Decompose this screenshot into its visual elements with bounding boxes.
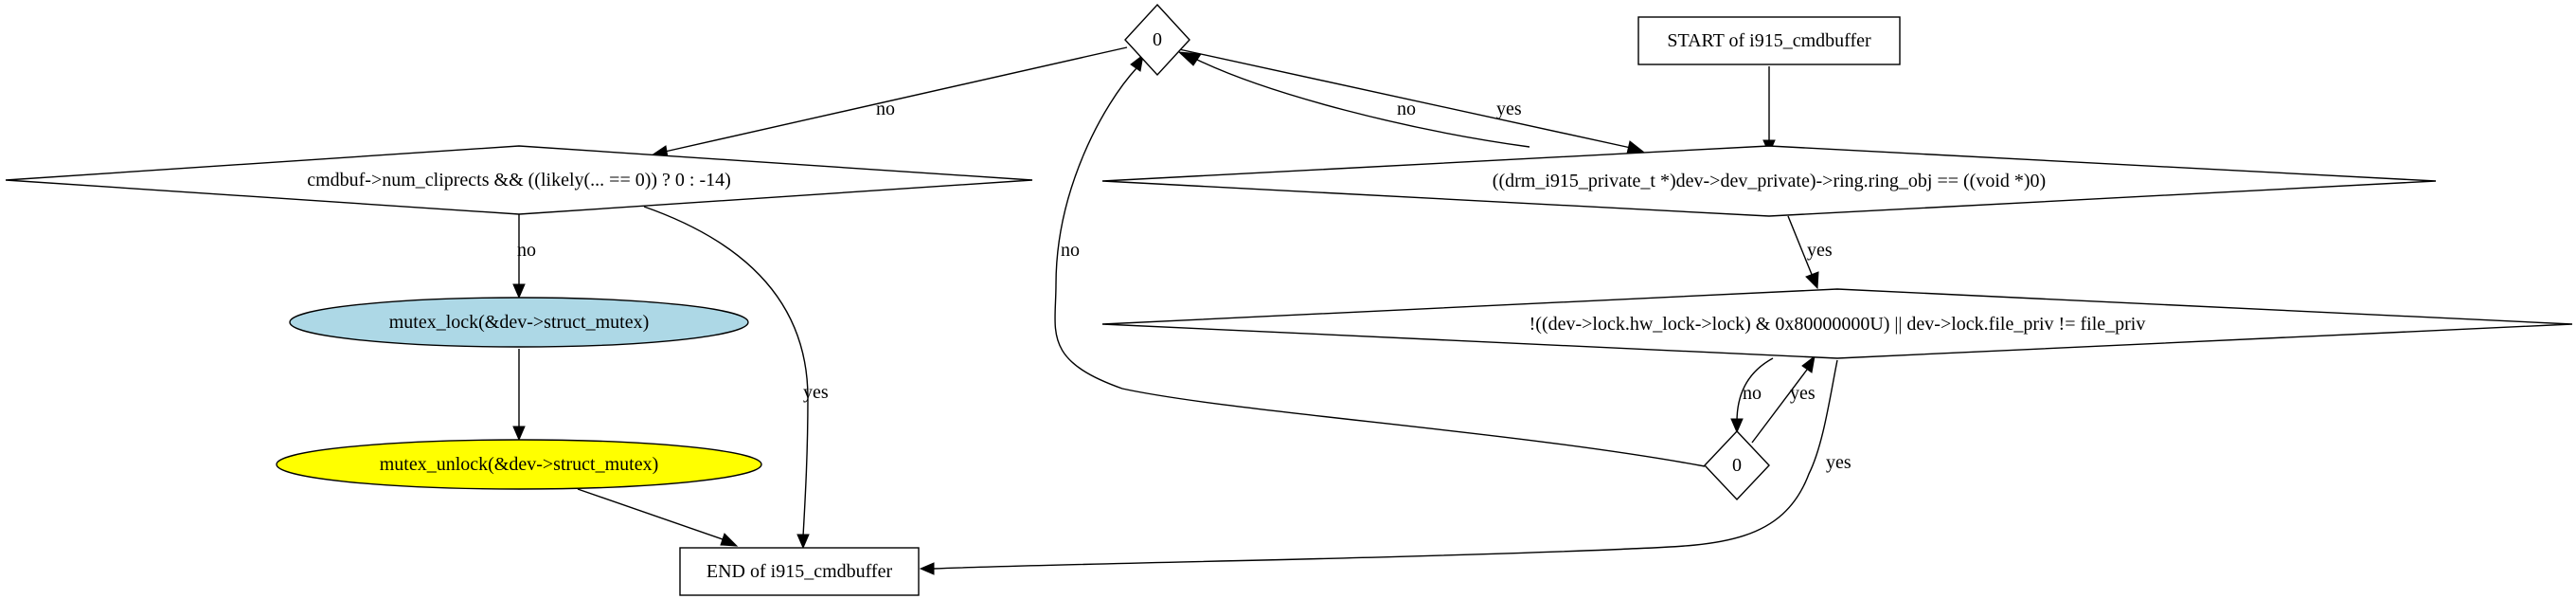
edge-mid-zero-to-lock-check: yes	[1751, 354, 1816, 444]
node-start: START of i915_cmdbuffer	[1637, 16, 1901, 65]
edge-lock-check-to-mid-zero: no	[1730, 357, 1774, 434]
edge-cliprects-to-mutex-lock: no	[512, 214, 536, 300]
node-mutex-lock-label: mutex_lock(&dev->struct_mutex)	[389, 312, 650, 333]
node-cliprects-check-label: cmdbuf->num_cliprects && ((likely(... ==…	[307, 170, 731, 191]
node-mutex-lock: mutex_lock(&dev->struct_mutex)	[289, 297, 749, 348]
edge-label-lock-to-mid-no: no	[1743, 383, 1762, 404]
node-mid-zero: 0	[1704, 429, 1770, 501]
edge-mid-zero-to-top-zero: no	[1054, 53, 1706, 467]
edge-label-top-to-cliprects-no: no	[876, 99, 895, 119]
node-mutex-lock-shape	[289, 297, 749, 348]
node-end: END of i915_cmdbuffer	[679, 547, 920, 596]
node-mutex-unlock-shape	[276, 439, 762, 490]
node-start-label: START of i915_cmdbuffer	[1667, 30, 1871, 51]
edge-label-mid-to-lock-yes: yes	[1790, 383, 1816, 404]
edge-label-ring-to-top-no: no	[1397, 99, 1416, 119]
edge-label-top-to-ring-yes: yes	[1496, 99, 1522, 119]
edge-label-cliprects-to-lock-no: no	[517, 240, 536, 261]
edge-lock-check-to-end: yes	[919, 359, 1852, 575]
edge-cliprects-to-end: yes	[643, 206, 829, 550]
node-ring-check-label: ((drm_i915_private_t *)dev->dev_private)…	[1493, 171, 2046, 191]
edge-top-zero-to-cliprects-check: no	[650, 46, 1128, 158]
node-mid-zero-label: 0	[1732, 455, 1742, 476]
node-lock-check: !((dev->lock.hw_lock->lock) & 0x80000000…	[1101, 288, 2573, 359]
edge-label-lock-to-end-yes: yes	[1826, 452, 1852, 473]
node-top-zero-label: 0	[1153, 29, 1162, 50]
node-mutex-unlock-label: mutex_unlock(&dev->struct_mutex)	[380, 454, 659, 475]
edge-label-mid-to-top-no: no	[1061, 240, 1080, 261]
node-lock-check-label: !((dev->lock.hw_lock->lock) & 0x80000000…	[1530, 314, 2146, 335]
node-top-zero: 0	[1124, 3, 1190, 77]
node-end-label: END of i915_cmdbuffer	[707, 561, 893, 582]
edge-mutex-unlock-to-end	[577, 488, 739, 547]
node-mutex-unlock: mutex_unlock(&dev->struct_mutex)	[276, 439, 762, 490]
edge-ring-check-to-top-zero: no	[1177, 51, 1530, 148]
edge-label-ring-to-lock-yes: yes	[1807, 240, 1833, 261]
edge-top-zero-to-ring-check: yes	[1178, 48, 1645, 154]
edge-ring-check-to-lock-check: yes	[1787, 215, 1833, 290]
node-ring-check: ((drm_i915_private_t *)dev->dev_private)…	[1101, 145, 2437, 217]
edge-mutex-lock-to-unlock	[512, 349, 526, 442]
edge-label-cliprects-to-end-yes: yes	[803, 382, 829, 403]
edge-start-to-ring-check	[1762, 66, 1776, 155]
node-cliprects-check: cmdbuf->num_cliprects && ((likely(... ==…	[5, 145, 1033, 215]
